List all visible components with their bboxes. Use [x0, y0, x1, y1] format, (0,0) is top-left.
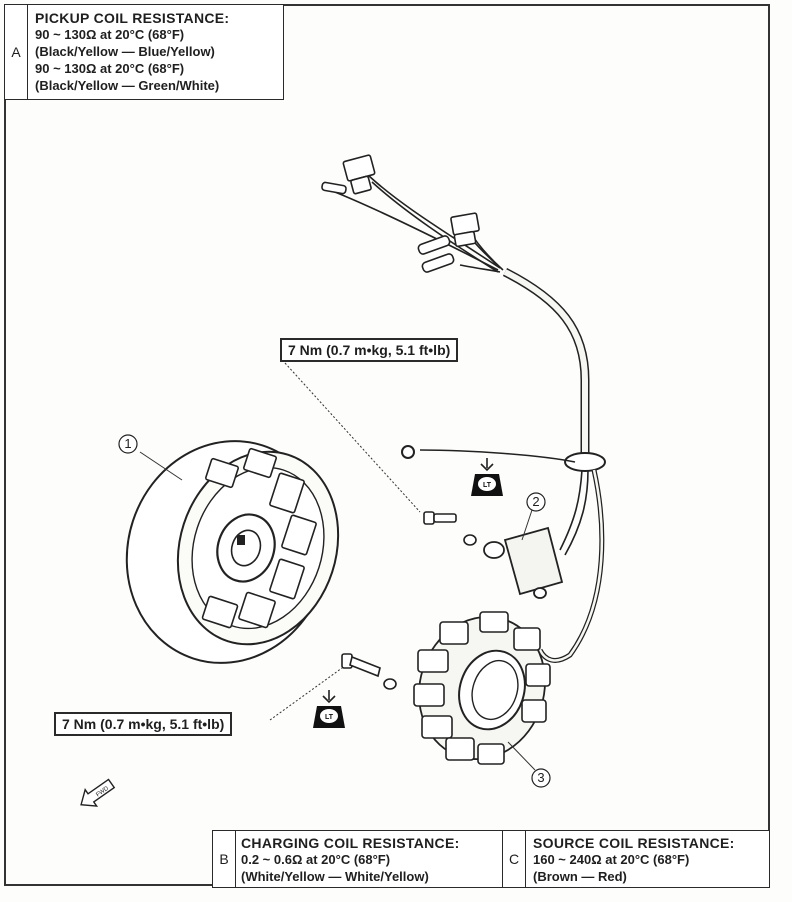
source-coil-title: SOURCE COIL RESISTANCE: [533, 835, 735, 851]
flywheel-rotor [125, 440, 340, 664]
pickup-coil-line-4: (Black/Yellow — Green/White) [35, 78, 220, 93]
spec-letter-c: C [503, 831, 526, 887]
lt-marker-lower: LT [313, 690, 345, 728]
source-coil-spec-box: C SOURCE COIL RESISTANCE: 160 ~ 240Ω at … [502, 830, 770, 888]
source-coil-line-1: 160 ~ 240Ω at 20°C (68°F) [533, 852, 690, 867]
charging-coil-line-1: 0.2 ~ 0.6Ω at 20°C (68°F) [241, 852, 391, 867]
charging-coil-line-2: (White/Yellow — White/Yellow) [241, 869, 429, 884]
lt-label-upper: LT [483, 482, 492, 489]
lt-label-lower: LT [325, 714, 334, 721]
lt-marker-upper: LT [471, 458, 503, 496]
pickup-coil [483, 526, 564, 599]
source-coil-line-2: (Brown — Red) [533, 869, 627, 884]
svg-text:3: 3 [537, 770, 544, 785]
callout-pickup-coil: 2 [526, 492, 546, 512]
upper-bolt [423, 511, 477, 546]
lower-bolt [341, 653, 397, 690]
pickup-coil-line-3: 90 ~ 130Ω at 20°C (68°F) [35, 61, 185, 76]
svg-text:1: 1 [124, 436, 131, 451]
fwd-arrow: FWD [80, 778, 116, 807]
svg-text:2: 2 [532, 494, 539, 509]
torque-spec-lower: 7 Nm (0.7 m•kg, 5.1 ft•lb) [54, 712, 233, 736]
pickup-coil-title: PICKUP COIL RESISTANCE: [35, 10, 230, 26]
spec-letter-a: A [5, 5, 28, 99]
harness-connectors [321, 154, 480, 273]
stator-coil [413, 611, 551, 765]
pickup-coil-line-2: (Black/Yellow — Blue/Yellow) [35, 44, 215, 59]
wire-harness [329, 174, 606, 663]
callout-stator: 3 [531, 768, 551, 788]
charging-coil-spec-box: B CHARGING COIL RESISTANCE: 0.2 ~ 0.6Ω a… [212, 830, 504, 888]
charging-coil-title: CHARGING COIL RESISTANCE: [241, 835, 460, 851]
callout-flywheel: 1 [118, 434, 138, 454]
torque-spec-upper: 7 Nm (0.7 m•kg, 5.1 ft•lb) [280, 338, 459, 362]
pickup-coil-line-1: 90 ~ 130Ω at 20°C (68°F) [35, 27, 185, 42]
leader-lines [139, 362, 536, 771]
pickup-coil-spec-box: A PICKUP COIL RESISTANCE: 90 ~ 130Ω at 2… [4, 4, 284, 100]
spec-letter-b: B [213, 831, 236, 887]
